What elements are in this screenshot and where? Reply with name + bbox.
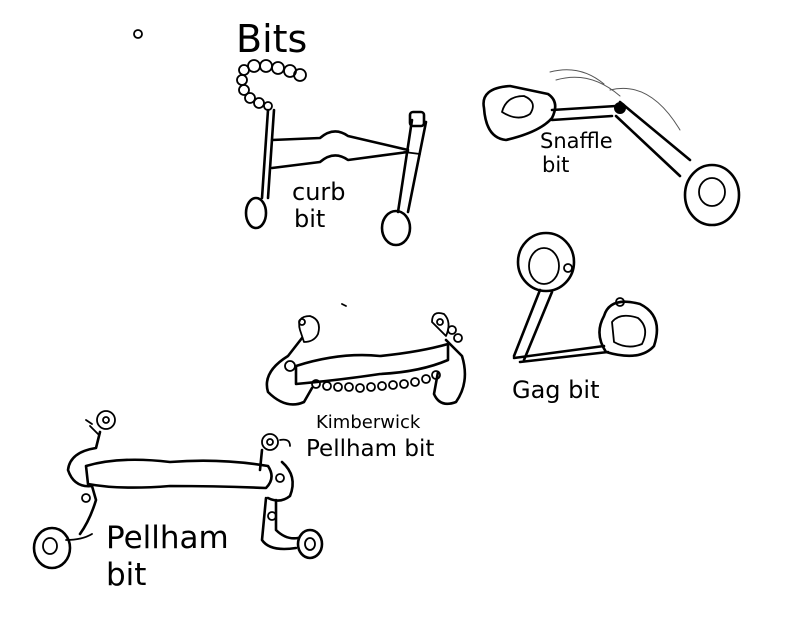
- snaffle-right-ring: [683, 163, 741, 227]
- curb-bit-illustration: [236, 59, 428, 247]
- curb-chain: [236, 59, 307, 111]
- snaffle-label-line1: Snaffle: [540, 129, 613, 153]
- snaffle-right-mouthpiece: [614, 100, 692, 178]
- curb-left-shank: [260, 108, 276, 200]
- kimberwick-chain: [311, 370, 441, 393]
- gag-label: Gag bit: [512, 376, 599, 404]
- snaffle-bit-illustration: [482, 69, 741, 227]
- kimberwick-right-cheek: [432, 338, 467, 406]
- snaffle-label-line2: bit: [542, 153, 569, 177]
- page-title: Bits: [236, 17, 307, 61]
- curb-right-ring: [380, 209, 412, 247]
- gag-mouthpiece: [512, 344, 610, 364]
- gag-bottom-ring: [598, 300, 659, 358]
- curb-left-ring: [244, 196, 268, 230]
- stray-mark: [133, 29, 143, 39]
- pellham-right-ring: [296, 528, 324, 560]
- gag-top-ring: [516, 231, 576, 293]
- kimberwick-left-cheek: [265, 336, 314, 406]
- curb-label-line2: bit: [294, 205, 325, 233]
- pellham-left-cheek: [66, 430, 102, 536]
- kimberwick-bit-illustration: [265, 303, 467, 406]
- curb-label-line1: curb: [292, 178, 346, 206]
- snaffle-left-mouthpiece: [550, 104, 618, 122]
- kimberwick-label-line1: Kimberwick: [316, 412, 421, 433]
- pellham-mouthpiece: [84, 458, 273, 490]
- gag-bit-illustration: [512, 231, 659, 364]
- curb-right-shank: [396, 118, 428, 214]
- pellham-bit-illustration: [32, 410, 324, 570]
- curb-mouthpiece: [270, 130, 410, 170]
- pellham-right-shank: [260, 496, 300, 551]
- pellham-label-line1: Pellham: [106, 520, 229, 556]
- pellham-left-ring: [32, 526, 72, 570]
- pellham-label-line2: bit: [106, 557, 146, 593]
- gag-cheek: [512, 288, 554, 362]
- snaffle-left-ring: [482, 84, 557, 142]
- kimberwick-mouthpiece: [294, 342, 450, 386]
- curb-right-cap: [408, 110, 426, 128]
- kimberwick-label-line2: Pellham bit: [306, 436, 434, 462]
